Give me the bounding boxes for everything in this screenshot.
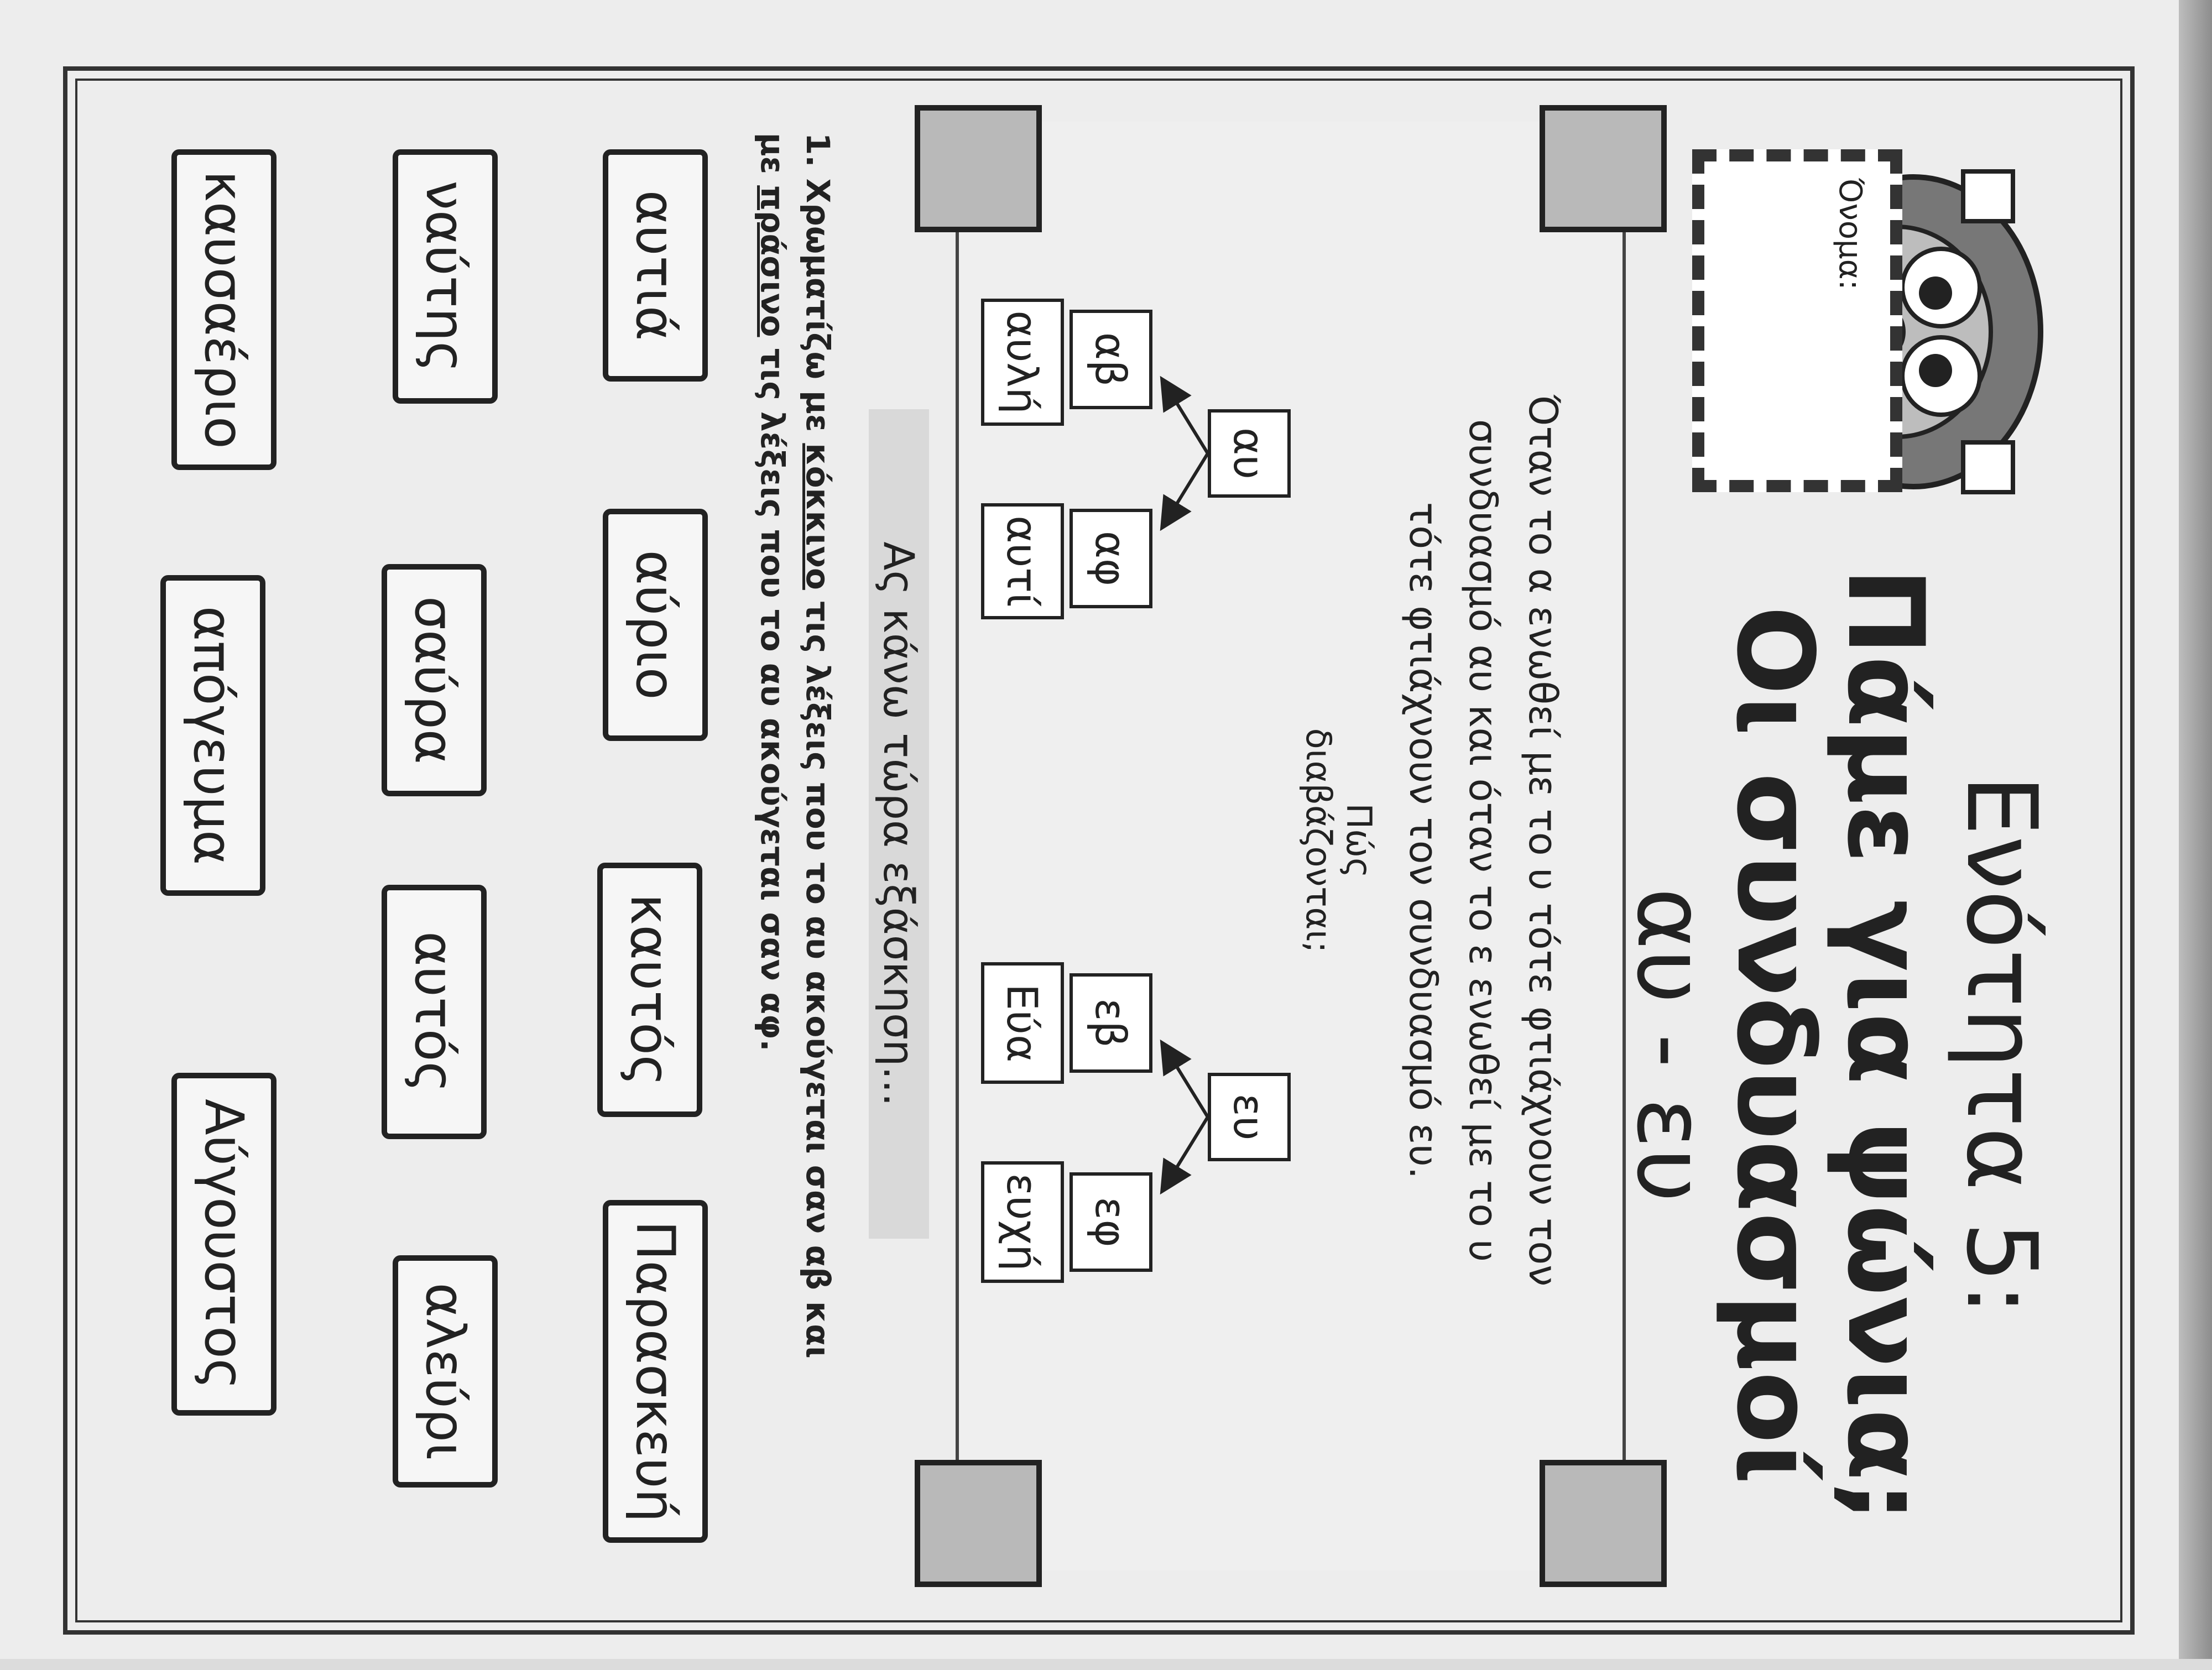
word-card[interactable]: ναύτης bbox=[393, 149, 498, 404]
af-tile: αφ bbox=[1070, 509, 1152, 608]
instruction-text: τις λέξεις που το αυ ακούγεται σαν αφ. bbox=[754, 337, 791, 1052]
ef-example-tile: ευχή bbox=[981, 1161, 1064, 1283]
word-card[interactable]: Παρασκευή bbox=[603, 1200, 708, 1543]
green-keyword: πράσινο bbox=[754, 185, 791, 337]
ab-tile: αβ bbox=[1070, 310, 1152, 409]
instruction-text: με bbox=[754, 133, 791, 186]
exercise-instruction: 1. Χρωματίζω με κόκκινο τις λέξεις που τ… bbox=[750, 133, 841, 1570]
unit-title: Ενότητα 5: bbox=[1945, 774, 2057, 1316]
ef-tile: εφ bbox=[1070, 1172, 1152, 1272]
word-card[interactable]: αυτιά bbox=[603, 149, 708, 382]
eu-root-tile: ευ bbox=[1208, 1073, 1291, 1161]
word-card[interactable]: Αύγουστος bbox=[171, 1073, 276, 1416]
word-card[interactable]: αυτός bbox=[382, 885, 487, 1139]
instruction-text: 1. Χρωματίζω με bbox=[799, 133, 837, 443]
lesson-subtitle: Οι συνδυασμοί bbox=[1714, 606, 1836, 1485]
red-keyword: κόκκινο bbox=[799, 443, 837, 590]
combinations-title: αυ - ευ bbox=[1616, 887, 1725, 1203]
word-card[interactable]: σαύρα bbox=[382, 564, 487, 796]
word-card[interactable]: καυτός bbox=[597, 863, 702, 1117]
word-card[interactable]: αλεύρι bbox=[393, 1255, 498, 1488]
af-example-tile: αυτί bbox=[981, 503, 1064, 619]
explanation-board: Όταν το α ενωθεί με το υ τότε φτιάχνουν … bbox=[915, 105, 1667, 1587]
exercise-heading: Ας κάνω τώρα εξάσκηση... bbox=[869, 409, 929, 1239]
instruction-text: τις λέξεις που το αυ ακούγεται σαν αβ κα… bbox=[799, 589, 837, 1359]
ab-example-tile: αυλή bbox=[981, 299, 1064, 426]
diagram-arrows bbox=[1160, 375, 1209, 1195]
lesson-title: Πάμε για ψώνια; bbox=[1824, 567, 1947, 1523]
au-root-tile: αυ bbox=[1208, 409, 1291, 498]
page-edge bbox=[2179, 0, 2212, 1659]
name-label: Όνομα: bbox=[1832, 178, 1868, 290]
word-card[interactable]: απόγευμα bbox=[160, 575, 265, 896]
eb-tile: εβ bbox=[1070, 973, 1152, 1073]
word-card[interactable]: καυσαέριο bbox=[171, 149, 276, 470]
word-card[interactable]: αύριο bbox=[603, 509, 708, 741]
name-box[interactable]: Όνομα: bbox=[1692, 149, 1902, 492]
eb-example-tile: Εύα bbox=[981, 962, 1064, 1084]
worksheet-page: Ενότητα 5: Πάμε για ψώνια; Οι συνδυασμοί… bbox=[22, 22, 2179, 1670]
